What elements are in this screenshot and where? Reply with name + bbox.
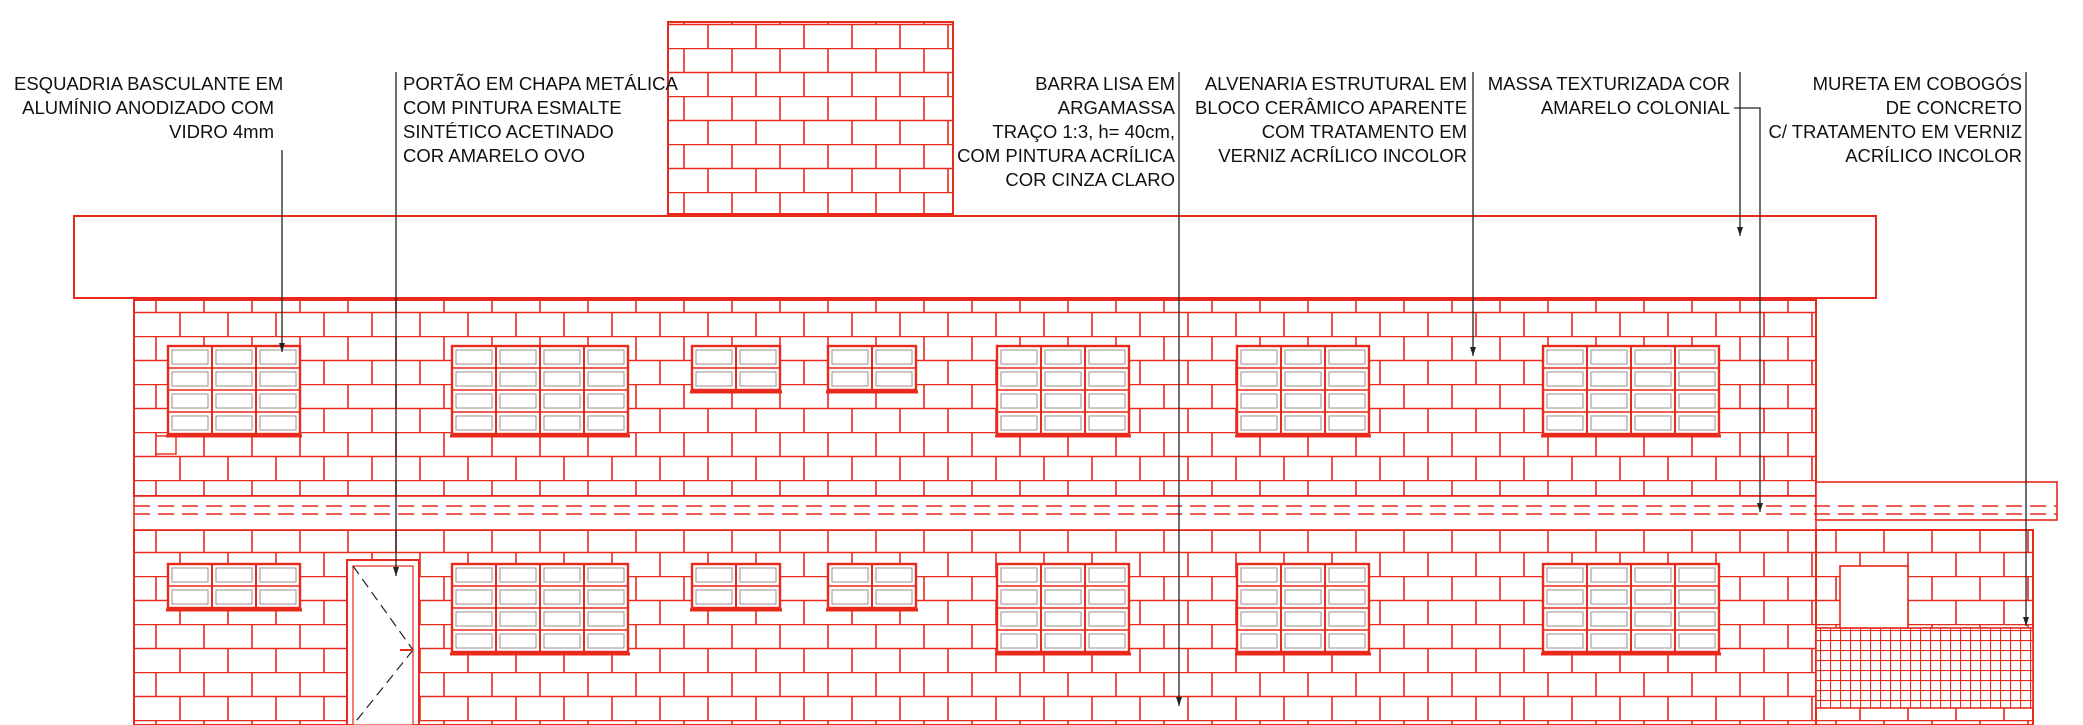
windows-group	[166, 344, 1721, 656]
window-upper-5	[1235, 344, 1371, 438]
note-line: BARRA LISA EM	[1035, 73, 1175, 94]
note-line: COM TRATAMENTO EM	[1261, 121, 1467, 142]
note-line: COR CINZA CLARO	[1005, 169, 1175, 190]
window-lower-6	[1541, 562, 1721, 656]
annex-cobogo-wall	[1815, 627, 2034, 709]
window-lower-2	[690, 562, 782, 612]
window-upper-4	[995, 344, 1131, 438]
note-line: TRAÇO 1:3, h= 40cm,	[992, 121, 1176, 142]
leader-esquadria	[279, 150, 285, 352]
note-line: ALVENARIA ESTRUTURAL EM	[1204, 73, 1467, 94]
window-lower-0	[166, 562, 302, 612]
leader-alvenaria	[1470, 72, 1476, 356]
window-upper-3	[826, 344, 918, 394]
note-line: MURETA EM COBOGÓS	[1812, 73, 2022, 94]
window-lower-3	[826, 562, 918, 612]
upper-brick-wall	[133, 299, 1817, 497]
window-upper-0	[166, 344, 302, 438]
note-line: ALUMÍNIO ANODIZADO COM	[22, 97, 274, 118]
note-line: C/ TRATAMENTO EM VERNIZ	[1768, 121, 2022, 142]
leaders-group	[279, 72, 2029, 706]
window-lower-5	[1235, 562, 1371, 656]
note-line: AMARELO COLONIAL	[1540, 97, 1730, 118]
note-line: ACRÍLICO INCOLOR	[1845, 145, 2022, 166]
leader-massa-2	[1734, 107, 1763, 512]
leader-massa	[1737, 72, 1743, 236]
note-line: SINTÉTICO ACETINADO	[403, 121, 614, 142]
note-mureta: MURETA EM COBOGÓS DE CONCRETO C/ TRATAME…	[1760, 72, 2022, 168]
note-line: VERNIZ ACRÍLICO INCOLOR	[1218, 145, 1467, 166]
note-alvenaria: ALVENARIA ESTRUTURAL EM BLOCO CERÂMICO A…	[1195, 72, 1467, 168]
window-upper-6	[1541, 344, 1721, 438]
leader-mureta	[2023, 72, 2029, 626]
floor-band	[133, 495, 1817, 531]
note-line: ESQUADRIA BASCULANTE EM	[14, 73, 284, 94]
note-line: VIDRO 4mm	[169, 121, 274, 142]
note-line: COR AMARELO OVO	[403, 145, 585, 166]
note-line: COM PINTURA ACRÍLICA	[957, 145, 1175, 166]
note-line: PORTÃO EM CHAPA METÁLICA	[403, 73, 678, 94]
leader-barra	[1176, 72, 1182, 706]
roof-parapet	[73, 215, 1877, 299]
window-upper-1	[450, 344, 630, 438]
note-line: BLOCO CERÂMICO APARENTE	[1195, 97, 1468, 118]
note-barra: BARRA LISA EM ARGAMASSA TRAÇO 1:3, h= 40…	[920, 72, 1175, 192]
note-line: MASSA TEXTURIZADA COR	[1487, 73, 1730, 94]
window-upper-2	[690, 344, 782, 394]
note-line: ARGAMASSA	[1057, 97, 1175, 118]
note-line: COM PINTURA ESMALTE	[403, 97, 622, 118]
note-portao: PORTÃO EM CHAPA METÁLICA COM PINTURA ESM…	[403, 72, 678, 168]
gate	[346, 559, 420, 725]
top-brick-block	[667, 21, 954, 215]
note-esquadria: ESQUADRIA BASCULANTE EM ALUMÍNIO ANODIZA…	[14, 72, 284, 144]
note-line: DE CONCRETO	[1885, 97, 2022, 118]
annex-opening	[1839, 565, 1909, 629]
leader-portao	[393, 72, 399, 576]
window-lower-4	[995, 562, 1131, 656]
window-lower-1	[450, 562, 630, 656]
small-box	[155, 435, 177, 455]
note-massa: MASSA TEXTURIZADA COR AMARELO COLONIAL	[1482, 72, 1730, 120]
